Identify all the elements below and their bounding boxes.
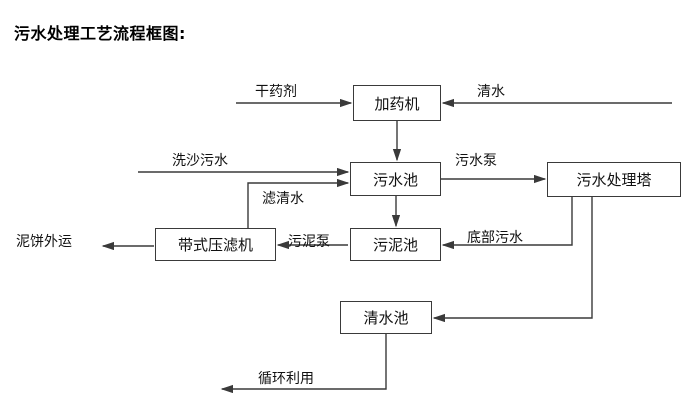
node-label: 污泥池 <box>372 236 418 254</box>
edge-label-sand-wash-water: 洗沙污水 <box>172 153 228 169</box>
page-title: 污水处理工艺流程框图: <box>14 24 186 43</box>
node-belt-filter-press[interactable]: 带式压滤机 <box>155 228 276 261</box>
edge-label-sludge-pump: 污泥泵 <box>288 234 330 250</box>
node-clear-water-pool[interactable]: 清水池 <box>340 301 432 334</box>
edge-tower-to-sludge-pool <box>441 197 573 250</box>
edge-label-bottom-sewage: 底部污水 <box>467 230 523 246</box>
node-label: 污水处理塔 <box>576 171 652 189</box>
node-label: 清水池 <box>363 309 409 327</box>
node-label: 加药机 <box>374 94 420 113</box>
edge-clear-water-pool-to-recycle <box>220 334 387 394</box>
edge-label-recycle-reuse: 循环利用 <box>258 371 314 387</box>
node-label: 污水池 <box>372 170 418 189</box>
node-sludge-pool[interactable]: 污泥池 <box>350 228 441 261</box>
edge-label-dry-chemical: 干药剂 <box>255 84 297 100</box>
edge-label-filtered-water: 滤清水 <box>262 191 304 207</box>
edge-filtered-water-to-wastewater-pool <box>247 178 350 228</box>
edge-label-sewage-pump: 污水泵 <box>455 153 497 169</box>
edge-label-clean-water-input: 清水 <box>477 84 505 100</box>
edge-label-mud-cake-transport: 泥饼外运 <box>16 234 72 250</box>
node-treatment-tower[interactable]: 污水处理塔 <box>547 162 681 197</box>
node-wastewater-pool[interactable]: 污水池 <box>350 162 441 196</box>
edge-tower-to-clear-water-pool <box>432 197 593 323</box>
node-dosing-machine[interactable]: 加药机 <box>353 85 441 121</box>
node-label: 带式压滤机 <box>177 236 253 254</box>
